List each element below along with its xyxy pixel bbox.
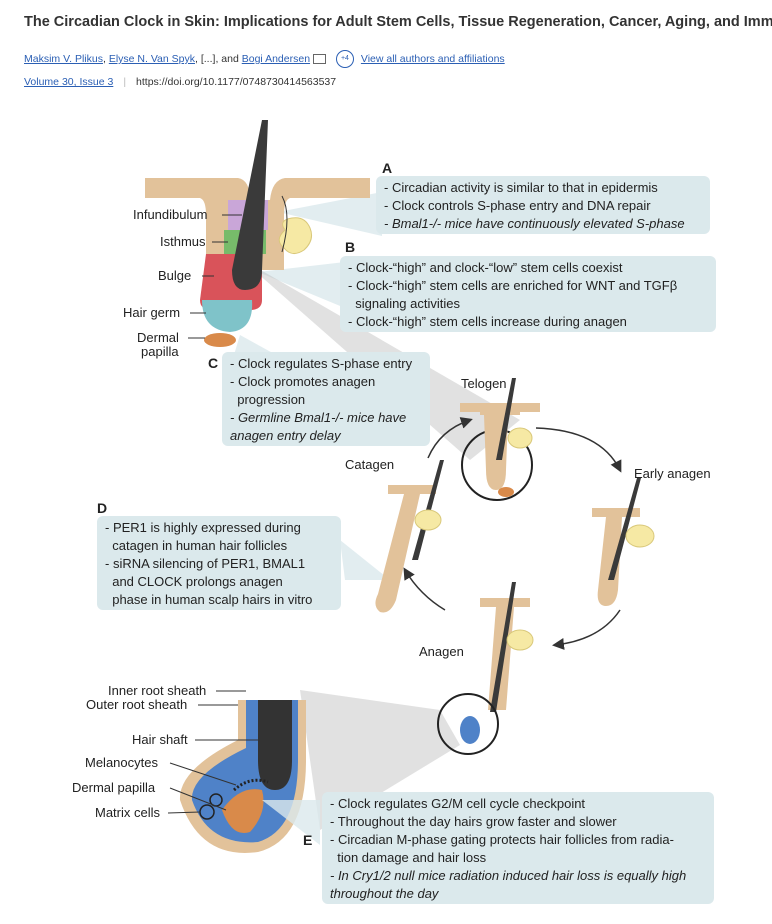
box-e-line-3: - Circadian M-phase gating protects hair… — [330, 832, 674, 847]
box-b-line-2: - Clock-“high” stem cells are enriched f… — [348, 278, 678, 293]
callout-box-c: - Clock regulates S-phase entry - Clock … — [222, 352, 430, 446]
box-c-line-1: - Clock regulates S-phase entry — [230, 356, 413, 371]
box-e-line-4: tion damage and hair loss — [330, 850, 487, 865]
anagen-follicle — [460, 582, 534, 744]
label-early-anagen: Early anagen — [634, 466, 711, 481]
panel-letter-e: E — [303, 832, 313, 848]
callout-wedge-b — [258, 262, 345, 308]
catagen-follicle — [375, 460, 444, 613]
doi-text[interactable]: https://doi.org/10.1177/0748730414563537 — [136, 76, 337, 88]
label-infundibulum: Infundibulum — [133, 207, 208, 222]
callout-box-d: - PER1 is highly expressed during catage… — [97, 516, 341, 610]
anagen-bulb-detailed — [179, 700, 306, 853]
panel-letter-c: C — [208, 355, 219, 371]
label-anagen: Anagen — [419, 644, 464, 659]
box-a-line-2: - Clock controls S-phase entry and DNA r… — [384, 198, 651, 213]
box-c-line-4: - Germline Bmal1-/- mice have — [230, 410, 407, 425]
author-link-plikus[interactable]: Maksim V. Plikus — [24, 52, 103, 65]
early-anagen-follicle — [592, 478, 655, 606]
box-a-line-1: - Circadian activity is similar to that … — [384, 180, 658, 195]
label-dermal-papilla-2: papilla — [141, 344, 179, 359]
box-e-line-5: - In Cry1/2 null mice radiation induced … — [330, 868, 687, 883]
telogen-follicle-small — [460, 378, 540, 497]
box-b-line-1: - Clock-“high” and clock-“low” stem cell… — [348, 260, 623, 275]
callout-box-a: - Circadian activity is similar to that … — [376, 176, 710, 234]
telogen-follicle-detailed — [145, 120, 370, 347]
box-c-line-2: - Clock promotes anagen — [230, 374, 376, 389]
box-b-line-4: - Clock-“high” stem cells increase durin… — [348, 314, 627, 329]
box-d-line-2: catagen in human hair follicles — [105, 538, 288, 553]
callout-box-e: - Clock regulates G2/M cell cycle checkp… — [322, 792, 714, 904]
label-outer-root-sheath: Outer root sheath — [86, 697, 188, 712]
panel-letter-a: A — [382, 160, 393, 176]
box-a-line-3: - Bmal1-/- mice have continuously elevat… — [384, 216, 685, 231]
box-e-line-2: - Throughout the day hairs grow faster a… — [330, 814, 617, 829]
author-ellipsis[interactable]: [...] — [200, 52, 216, 65]
label-melanocytes: Melanocytes — [85, 755, 158, 770]
label-inner-root-sheath: Inner root sheath — [108, 683, 207, 698]
panel-letter-d: D — [97, 500, 108, 516]
label-matrix-cells: Matrix cells — [95, 805, 161, 820]
label-telogen: Telogen — [461, 376, 507, 391]
box-d-line-1: - PER1 is highly expressed during — [105, 520, 301, 535]
label-isthmus: Isthmus — [160, 234, 206, 249]
callout-wedge-e — [262, 800, 320, 845]
box-c-line-3: progression — [230, 392, 306, 407]
arrow-early-anagen-to-anagen — [552, 609, 621, 650]
box-d-line-4: and CLOCK prolongs anagen — [105, 574, 283, 589]
arrow-catagen-to-telogen — [427, 417, 473, 459]
box-e-line-1: - Clock regulates G2/M cell cycle checkp… — [330, 796, 586, 811]
article-meta: Volume 30, Issue 3|https://doi.org/10.11… — [24, 76, 337, 88]
label-dermal-papilla-1: Dermal — [137, 330, 179, 345]
callout-wedge-a — [278, 192, 382, 236]
author-and: and — [221, 52, 239, 65]
anagen-magnifier-circle — [437, 693, 499, 755]
callout-wedge-d — [340, 540, 390, 580]
article-title: The Circadian Clock in Skin: Implication… — [24, 14, 772, 30]
box-e-line-6: throughout the day — [330, 886, 439, 901]
author-link-van-spyk[interactable]: Elyse N. Van Spyk — [108, 52, 195, 65]
box-c-line-5: anagen entry delay — [230, 428, 341, 443]
view-all-authors-link[interactable]: View all authors and affiliations — [360, 52, 505, 65]
panel-letter-b: B — [345, 239, 356, 255]
author-line: Maksim V. Plikus, Elyse N. Van Spyk, [..… — [24, 50, 505, 68]
volume-issue-link[interactable]: Volume 30, Issue 3 — [24, 76, 114, 88]
more-authors-badge[interactable]: +4 — [335, 50, 354, 68]
label-catagen: Catagen — [345, 457, 395, 472]
arrow-anagen-to-catagen — [403, 567, 446, 611]
box-b-line-3: signaling activities — [348, 296, 460, 311]
box-d-line-5: phase in human scalp hairs in vitro — [105, 592, 313, 607]
label-dermal-papilla-bottom: Dermal papilla — [72, 780, 156, 795]
box-d-line-3: - siRNA silencing of PER1, BMAL1 — [105, 556, 306, 571]
label-hair-germ: Hair germ — [123, 305, 181, 320]
arrow-telogen-to-early-anagen — [535, 427, 622, 473]
author-link-andersen[interactable]: Bogi Andersen — [241, 52, 311, 65]
mail-icon[interactable] — [313, 54, 327, 64]
label-hair-shaft: Hair shaft — [132, 732, 188, 747]
callout-box-b: - Clock-“high” and clock-“low” stem cell… — [340, 256, 716, 332]
label-bulge: Bulge — [158, 268, 192, 283]
